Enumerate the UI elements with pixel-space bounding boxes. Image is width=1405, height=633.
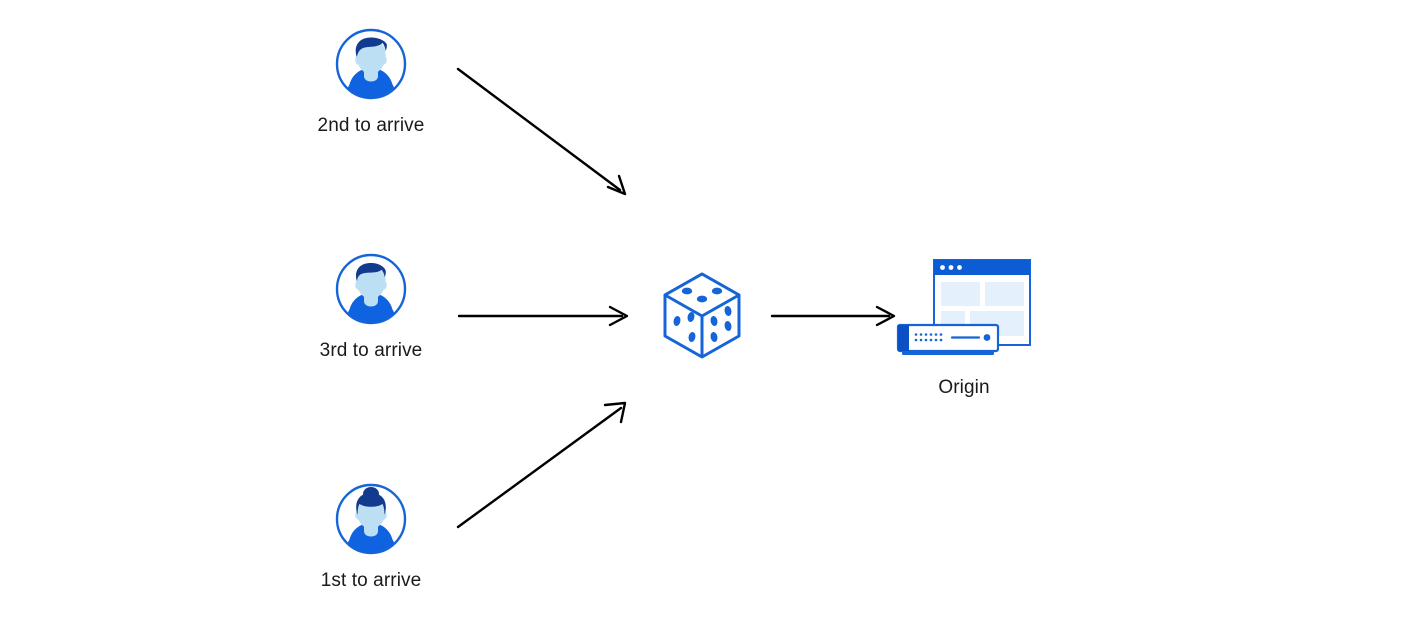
browser-window-icon [933, 259, 1031, 346]
user-avatar-icon [335, 483, 407, 555]
server-browser-icon [896, 259, 1031, 355]
client-top-label: 2nd to arrive [317, 115, 425, 136]
user-avatar-icon [335, 253, 407, 325]
client-middle-label: 3rd to arrive [319, 340, 423, 361]
arrow-bottom-to-dice [456, 401, 627, 529]
dice-icon [663, 272, 741, 359]
arrow-dice-to-origin [770, 305, 896, 327]
user-avatar-icon [335, 28, 407, 100]
origin-label: Origin [938, 377, 990, 398]
client-bottom-label: 1st to arrive [320, 570, 422, 591]
server-appliance-icon [896, 323, 1000, 355]
arrow-middle-to-dice [457, 305, 629, 327]
